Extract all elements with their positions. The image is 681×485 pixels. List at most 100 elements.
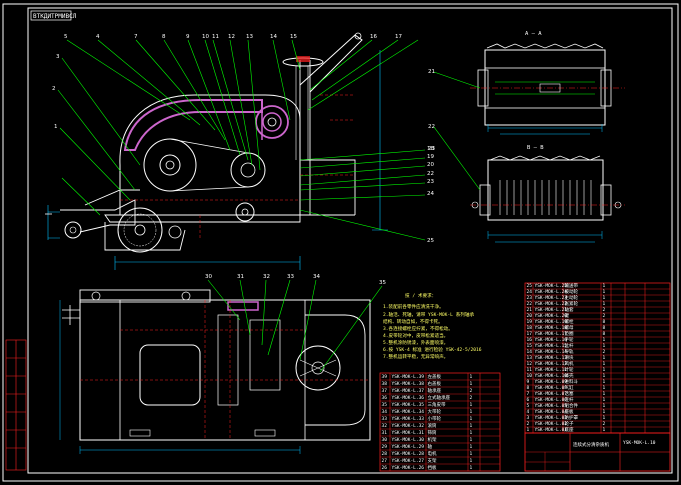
bom-right-cell: 5 xyxy=(527,403,530,409)
bom-left-cell: 37 xyxy=(382,388,388,394)
flywheel-hub xyxy=(159,154,181,176)
bom-right-cell: 1 xyxy=(603,289,606,295)
svg-text:32: 32 xyxy=(263,274,270,280)
svg-text:10: 10 xyxy=(202,34,209,40)
dimension-lines xyxy=(47,50,388,270)
bom-left-cell: 轴 xyxy=(428,443,433,450)
bb-screen-bars xyxy=(499,180,592,215)
bom-right-cell: 2 xyxy=(603,313,606,319)
note-4: 3.各连接螺栓应拧紧，不得松动。 xyxy=(383,325,453,332)
note-5: 4.皮带轮对中，皮带松紧适当。 xyxy=(383,332,448,339)
bom-right-cell: YSK-MOK-L.05 xyxy=(535,403,568,409)
svg-text:8: 8 xyxy=(162,34,166,40)
svg-text:17: 17 xyxy=(395,34,402,40)
svg-text:14: 14 xyxy=(270,34,277,40)
plan-motor xyxy=(227,301,259,311)
bom-right-cell: YSK-MOK-L.07 xyxy=(535,391,568,397)
plan-frame xyxy=(79,299,371,441)
bom-left-cell: 35 xyxy=(382,402,388,408)
svg-text:25: 25 xyxy=(427,238,434,244)
bom-right-cell: 22 xyxy=(527,301,533,307)
svg-text:22: 22 xyxy=(427,171,434,177)
bom-right-cell: 主动轮 xyxy=(565,294,579,301)
bom-right-cell: YSK-MOK-L.22 xyxy=(535,301,568,307)
bom-right-cell: YSK-MOK-L.08 xyxy=(535,385,568,391)
bom-left-cell: YSK-MOK-L.26 xyxy=(392,465,425,471)
bom-right-cell: 气缸 xyxy=(565,384,574,391)
plan-view[interactable]: 30 31 32 33 34 35 xyxy=(59,274,386,454)
sheet-border xyxy=(2,3,679,482)
bom-left-cell: 左盖板 xyxy=(428,373,442,380)
svg-text:16: 16 xyxy=(370,34,377,40)
bom-left-cell: 1 xyxy=(470,437,473,443)
svg-text:5: 5 xyxy=(64,34,68,40)
bom-right-cell: 丝杆 xyxy=(565,342,574,349)
bom-right-cell: 8 xyxy=(603,319,606,325)
bom-right-cell: 9 xyxy=(527,379,530,385)
bom-left-cell: 36 xyxy=(382,395,388,401)
bom-left-cell: YSK-MOK-L.29 xyxy=(392,444,425,450)
bom-right-cell: 15 xyxy=(527,343,533,349)
bom-right-cell: 21 xyxy=(527,307,533,313)
bom-right-cell: YSK-MOK-L.04 xyxy=(535,409,568,415)
plan-right-guard xyxy=(305,314,366,426)
technical-notes: 技 / 术要求： 1.装配前各零件应清洗干净。 2.轴活、死轴，请带 YSK-M… xyxy=(383,292,482,360)
svg-text:34: 34 xyxy=(313,274,320,280)
note-8: 7.整机运转平稳，无异常响声。 xyxy=(383,353,448,360)
bom-right-cell: 2 xyxy=(603,421,606,427)
drawing-tag: ВТКДИТРМИВСЛ xyxy=(33,13,77,20)
threshing-drum xyxy=(117,207,163,253)
section-bb-view[interactable]: B — B 22 23 xyxy=(428,124,625,243)
bom-left-cell: 筛筒 xyxy=(428,429,437,436)
bom-right-cell: 1 xyxy=(603,283,606,289)
front-elevation-view[interactable]: 5 4 7 8 9 10 11 12 13 14 15 16 17 3 2 1 … xyxy=(45,32,434,270)
bom-left-cell: 机架 xyxy=(428,436,437,443)
svg-text:2: 2 xyxy=(52,86,56,92)
bom-right-cell: 进料斗 xyxy=(565,378,579,385)
bom-left-cell: 轴承座 xyxy=(428,387,442,394)
bom-left-cell: 31 xyxy=(382,430,388,436)
bom-left-cell: 39 xyxy=(382,374,388,380)
bom-right-cell: 活塞 xyxy=(565,390,574,397)
hidden-lines xyxy=(120,94,355,240)
bom-left-cell: YSK-MOK-L.28 xyxy=(392,451,425,457)
bom-right-cell: 1 xyxy=(603,337,606,343)
bom-right-cell: 13 xyxy=(527,355,533,361)
bom-left-cell: 1 xyxy=(470,402,473,408)
base-frame xyxy=(104,214,301,251)
bom-left-cell: 电机 xyxy=(428,450,437,457)
bom-right-cell: YSK-MOK-L.23 xyxy=(535,295,568,301)
bom-left-cell: 三角皮带 xyxy=(428,401,446,408)
bom-left-cell: YSK-MOK-L.37 xyxy=(392,388,425,394)
binding-strip xyxy=(5,339,27,471)
bom-left-cell: 2 xyxy=(470,395,473,401)
bom-left-cell: YSK-MOK-L.30 xyxy=(392,437,425,443)
bom-left-cell: YSK-MOK-L.34 xyxy=(392,409,425,415)
bom-right-cell: 8 xyxy=(603,331,606,337)
notes-title: 技 / 术要求： xyxy=(405,292,436,299)
view1-leaders xyxy=(57,39,426,241)
section-aa-view[interactable]: A — A 21 xyxy=(428,31,625,135)
bom-right-cell: 1 xyxy=(603,373,606,379)
bom-right-cell: YSK-MOK-L.17 xyxy=(535,331,568,337)
bom-right-cell: 防护罩 xyxy=(565,414,579,421)
svg-text:20: 20 xyxy=(427,162,434,168)
svg-text:31: 31 xyxy=(237,274,244,280)
svg-text:33: 33 xyxy=(287,274,294,280)
bom-right-cell: 11 xyxy=(527,367,533,373)
bom-left-cell: 右盖板 xyxy=(428,380,442,387)
bom-left-cell: 30 xyxy=(382,437,388,443)
bom-right-cell: 17 xyxy=(527,331,533,337)
bb-frame xyxy=(487,159,604,221)
bom-left-cell: 1 xyxy=(470,409,473,415)
bom-right-cell: 输送带 xyxy=(565,282,579,289)
bom-right-cell: YSK-MOK-L.21 xyxy=(535,307,568,313)
bom-right-cell: 1 xyxy=(603,403,606,409)
bom-right-cell: 1 xyxy=(603,367,606,373)
svg-text:18: 18 xyxy=(427,146,434,152)
section-aa-title: A — A xyxy=(525,31,542,37)
bom-right-cell: YSK-MOK-L.13 xyxy=(535,355,568,361)
